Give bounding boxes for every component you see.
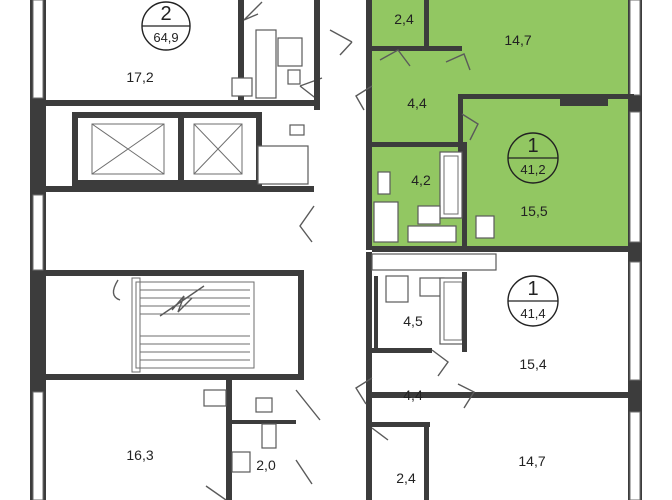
right-facade bbox=[628, 0, 642, 500]
staircase bbox=[46, 270, 304, 380]
room-area-u3-living: 15,4 bbox=[519, 356, 546, 372]
room-area-hl-bath: 4,2 bbox=[411, 172, 431, 188]
room-area-hl-living: 15,5 bbox=[520, 203, 547, 219]
room-area-bottom-left-wc: 2,0 bbox=[256, 457, 276, 473]
unit-rooms: 1 bbox=[527, 278, 538, 300]
highlighted-apartment[interactable] bbox=[372, 0, 638, 246]
unit-badge-2room[interactable]: 2 64,9 bbox=[141, 1, 191, 51]
room-area-hl-hall: 4,4 bbox=[407, 95, 427, 111]
room-area-bottom-room: 14,7 bbox=[518, 453, 545, 469]
elevator-block bbox=[46, 112, 314, 192]
highlighted-apartment-area bbox=[372, 0, 638, 246]
left-facade bbox=[30, 0, 46, 500]
unit-total-area: 41,4 bbox=[520, 306, 545, 321]
room-area-bottom-left: 16,3 bbox=[126, 447, 153, 463]
room-area-hl-wc: 2,4 bbox=[394, 11, 414, 27]
room-area-top-left: 17,2 bbox=[126, 69, 153, 85]
unit-rooms: 2 bbox=[160, 3, 171, 25]
room-area-bottom-wc: 2,4 bbox=[396, 470, 416, 486]
bottom-left-unit-walls bbox=[203, 380, 321, 500]
unit-badge-1room[interactable]: 1 41,4 bbox=[507, 275, 559, 327]
room-area-labels: 17,2 2,4 14,7 4,4 4,2 15,5 4,5 15,4 4,4 … bbox=[126, 11, 547, 486]
second-unit-interior bbox=[371, 246, 634, 500]
highlighted-unit-interior bbox=[372, 0, 634, 246]
room-area-u3-bath: 4,5 bbox=[403, 313, 423, 329]
top-left-unit-walls bbox=[46, 0, 353, 136]
room-area-hl-bedroom: 14,7 bbox=[504, 32, 531, 48]
unit-badge-highlighted[interactable]: 1 41,2 bbox=[507, 132, 559, 184]
corridor bbox=[299, 0, 373, 500]
unit-rooms: 1 bbox=[527, 135, 538, 157]
unit-total-area: 41,2 bbox=[520, 162, 545, 177]
room-area-hall-lower: 4,4 bbox=[403, 387, 423, 403]
unit-total-area: 64,9 bbox=[153, 30, 178, 45]
